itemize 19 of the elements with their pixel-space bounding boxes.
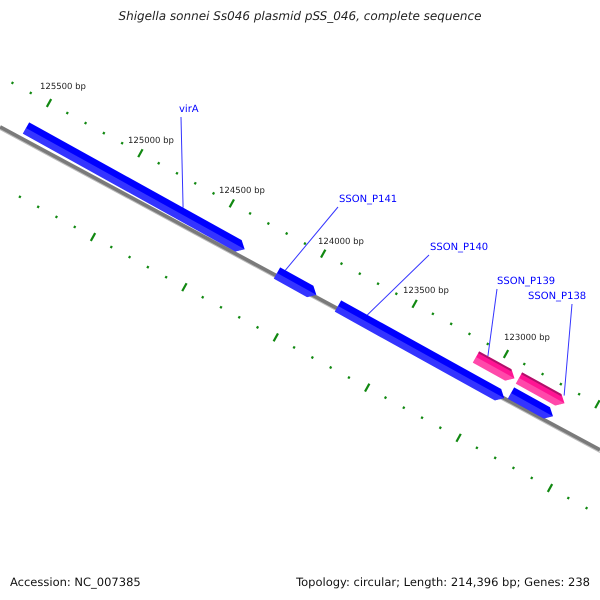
leader-line bbox=[180, 116, 184, 208]
gene-label: virA bbox=[179, 104, 199, 116]
leader-line bbox=[564, 304, 572, 396]
gene-label: SSON_P141 bbox=[339, 194, 398, 206]
gene-label: SSON_P140 bbox=[430, 242, 488, 254]
genome-summary: Topology: circular; Length: 214,396 bp; Genes: 238 bbox=[296, 575, 590, 589]
gene-label: SSON_P139 bbox=[497, 276, 556, 288]
gene-block bbox=[273, 267, 317, 298]
accession-text: Accession: NC_007385 bbox=[10, 575, 141, 589]
gene-label: SSON_P138 bbox=[528, 291, 586, 303]
tick-label: 125000 bp bbox=[128, 136, 174, 146]
tick-label: 123000 bp bbox=[504, 333, 550, 343]
leader-line bbox=[284, 206, 338, 271]
gene-block bbox=[507, 387, 553, 419]
map-title: Shigella sonnei Ss046 plasmid pSS_046, complete sequence bbox=[118, 9, 482, 23]
gene-block bbox=[472, 351, 515, 381]
leader-line bbox=[366, 254, 430, 316]
leader-line bbox=[487, 288, 498, 357]
tick-label: 124500 bp bbox=[219, 186, 265, 196]
